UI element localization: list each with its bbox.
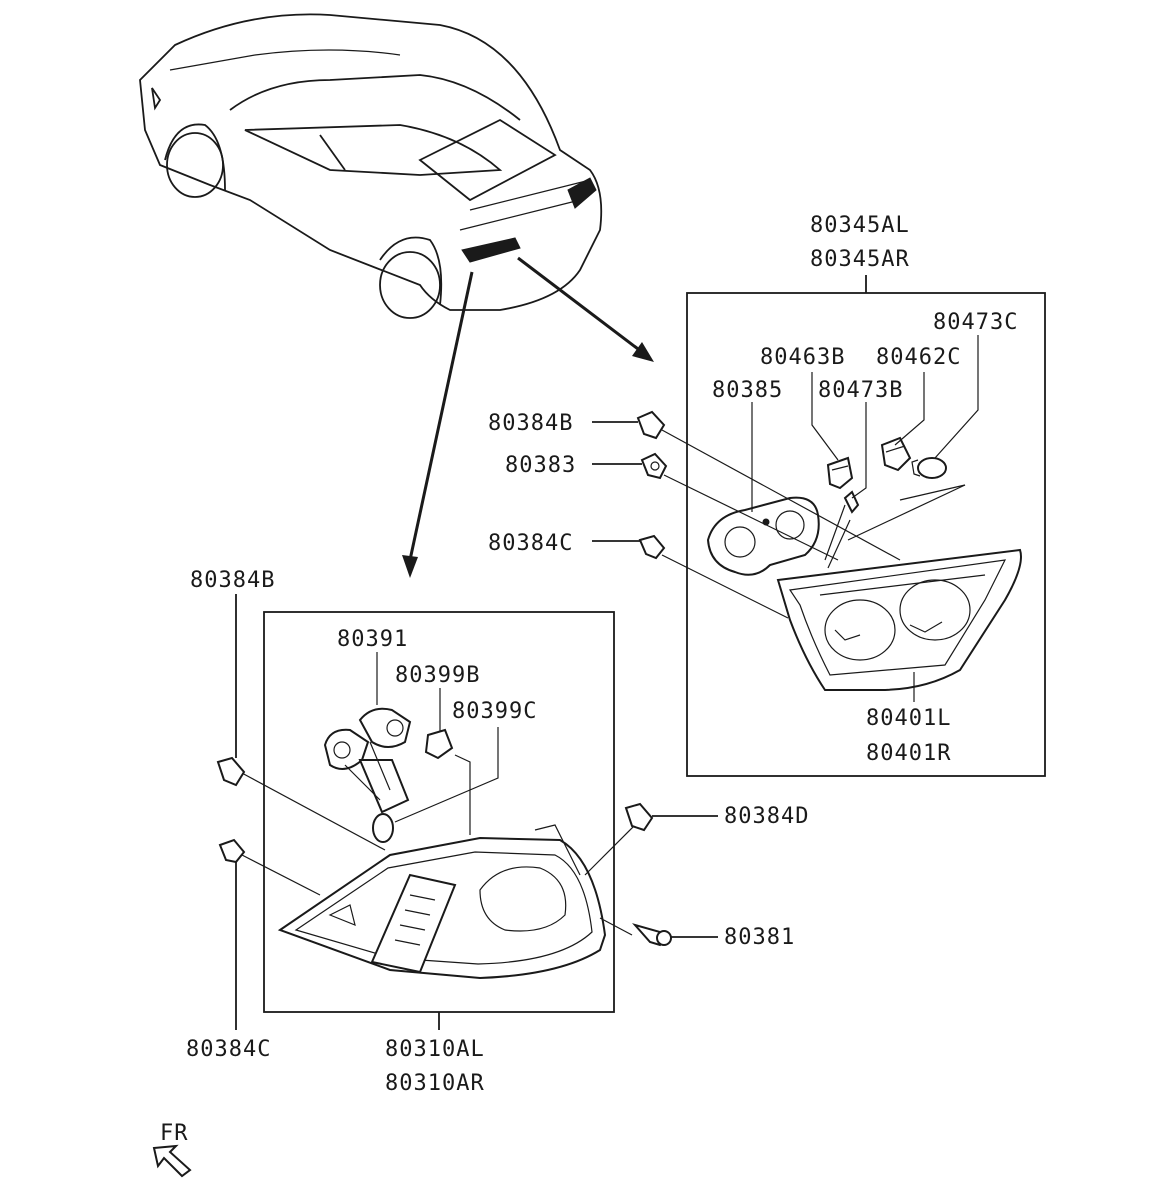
label-80401R: 80401R bbox=[866, 741, 951, 766]
socket-harness-80391 bbox=[323, 707, 412, 814]
bulb-80399B bbox=[424, 728, 454, 760]
car-illustration bbox=[139, 13, 603, 319]
bulb-80473C bbox=[911, 457, 947, 479]
label-80391: 80391 bbox=[337, 627, 408, 652]
clip-80384C-bottom bbox=[218, 838, 246, 1030]
clip-80384C-upper bbox=[592, 534, 666, 560]
front-direction-arrow bbox=[152, 1144, 192, 1178]
label-80384C-upper: 80384C bbox=[488, 531, 573, 556]
label-fr: FR bbox=[160, 1121, 189, 1146]
label-80401L: 80401L bbox=[866, 706, 951, 731]
label-80399B: 80399B bbox=[395, 663, 480, 688]
label-80345AR: 80345AR bbox=[810, 247, 910, 272]
label-80385: 80385 bbox=[712, 378, 783, 403]
clip-80384D bbox=[624, 802, 718, 832]
label-80384C-bottom: 80384C bbox=[186, 1037, 271, 1062]
outer-lamp-group bbox=[239, 611, 639, 1030]
clip-80384B-upper bbox=[592, 410, 666, 440]
bulb-80399C bbox=[372, 813, 394, 843]
bulb-socket-80463B bbox=[826, 456, 854, 490]
pointer-arrows bbox=[402, 256, 654, 578]
label-80384B-upper: 80384B bbox=[488, 411, 573, 436]
label-80473C: 80473C bbox=[933, 310, 1018, 335]
label-80463B: 80463B bbox=[760, 345, 845, 370]
label-80381: 80381 bbox=[724, 925, 795, 950]
inner-lamp-80401 bbox=[776, 548, 1022, 691]
part-labels: 80345AL 80345AR 80473C 80463B 80462C 803… bbox=[160, 213, 1018, 1146]
screw-80381 bbox=[632, 923, 718, 947]
label-80384B-left: 80384B bbox=[190, 568, 275, 593]
bulb-80473B bbox=[843, 490, 860, 514]
clip-80384B-left bbox=[216, 594, 246, 787]
label-80310AR: 80310AR bbox=[385, 1071, 485, 1096]
label-80462C: 80462C bbox=[876, 345, 961, 370]
label-80383: 80383 bbox=[505, 453, 576, 478]
label-80345AL: 80345AL bbox=[810, 213, 910, 238]
label-80399C: 80399C bbox=[452, 699, 537, 724]
nut-80383 bbox=[592, 452, 668, 480]
bulb-socket-80462C bbox=[880, 436, 912, 472]
outer-lamp-80310 bbox=[277, 824, 607, 980]
gasket-80385 bbox=[706, 496, 820, 576]
label-80384D: 80384D bbox=[724, 804, 809, 829]
label-80473B: 80473B bbox=[818, 378, 903, 403]
inner-lamp-group bbox=[661, 275, 1046, 777]
label-80310AL: 80310AL bbox=[385, 1037, 485, 1062]
